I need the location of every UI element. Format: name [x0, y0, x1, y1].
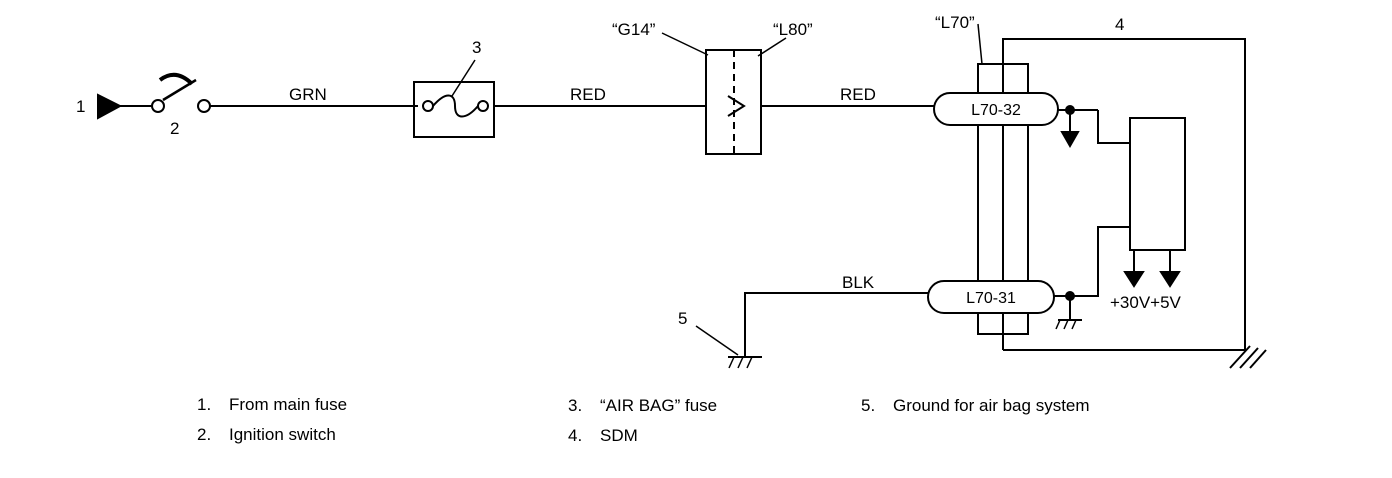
connector-label-l80: “L80”: [773, 20, 813, 39]
legend-item-2: 2. Ignition switch: [197, 425, 336, 445]
legend-item-1: 1. From main fuse: [197, 395, 347, 415]
voltage-30v-arrow-icon: [1123, 271, 1145, 288]
legend-text: Ignition switch: [229, 425, 336, 444]
legend-number: 4.: [568, 426, 583, 445]
legend-item-5: 5. Ground for air bag system: [861, 396, 1090, 416]
legend-number: 1.: [197, 395, 212, 414]
legend-text: From main fuse: [229, 395, 348, 414]
connector-label-g14: “G14”: [612, 20, 656, 39]
sdm-module-block: [1129, 117, 1186, 251]
voltage-5v-arrow-icon: [1159, 271, 1181, 288]
pin-label-l70-32: L70-32: [971, 102, 1021, 119]
callout-main-fuse: 1: [76, 97, 85, 116]
legend-number: 3.: [568, 396, 583, 415]
wire-label-red-2: RED: [840, 85, 876, 104]
ignition-switch-symbol: [151, 72, 211, 113]
ground-symbol-icon: [728, 356, 762, 369]
legend-text: SDM: [600, 426, 638, 445]
callout-sdm: 4: [1115, 15, 1124, 34]
internal-chassis-ground-icon: [1055, 319, 1082, 330]
pin-label-l70-31: L70-31: [966, 290, 1016, 307]
legend-number: 5.: [861, 396, 876, 415]
connector-label-l70: “L70”: [935, 13, 975, 32]
blk-wire: [744, 292, 928, 357]
voltage-label: +30V+5V: [1110, 293, 1182, 312]
wire-label-red-1: RED: [570, 85, 606, 104]
legend-item-3: 3. “AIR BAG” fuse: [568, 396, 717, 416]
air-bag-fuse-symbol: [413, 59, 495, 138]
wire-label-blk: BLK: [842, 273, 875, 292]
internal-ground-arrow-icon: [1060, 131, 1080, 149]
power-source-arrow-icon: [97, 93, 123, 120]
legend-item-4: 4. SDM: [568, 426, 638, 446]
g14-l80-connector: [661, 32, 787, 155]
legend-text: Ground for air bag system: [893, 396, 1090, 415]
legend-number: 2.: [197, 425, 212, 444]
callout-ground: 5: [678, 309, 687, 328]
wire-label-grn: GRN: [289, 85, 327, 104]
callout-air-bag-fuse: 3: [472, 38, 481, 57]
legend-text: “AIR BAG” fuse: [600, 396, 718, 415]
sdm-housing: [1002, 38, 1267, 369]
callout-ignition-switch: 2: [170, 119, 179, 138]
